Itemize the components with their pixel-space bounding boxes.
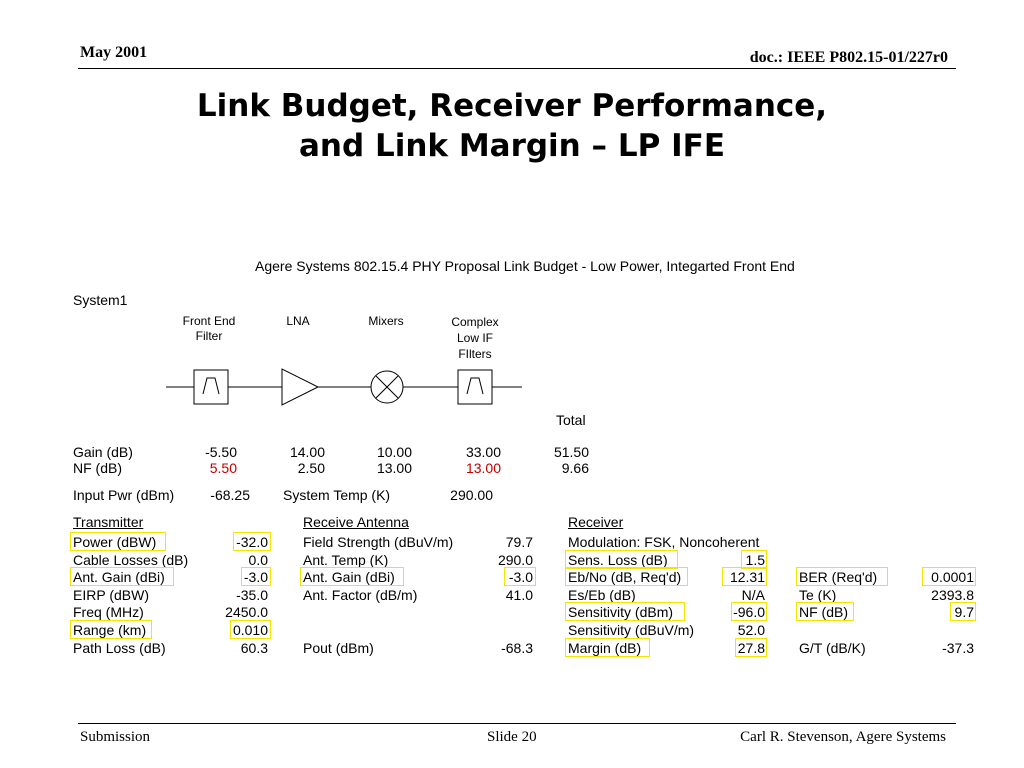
tx-value-eirp: -35.0 [236, 587, 268, 603]
tx-value-path-loss: 60.3 [240, 640, 268, 656]
tx-value-ant-gain: -3.0 [243, 569, 268, 585]
rxant-value-ant-temp: 290.0 [497, 552, 533, 568]
tx-label-freq: Freq (MHz) [73, 604, 144, 620]
mixers-label: Mixers [368, 314, 404, 328]
rx-value-sensitivity-dbm: -96.0 [733, 604, 765, 620]
rx-value-margin: 27.8 [737, 640, 765, 656]
header-date: May 2001 [80, 44, 148, 61]
title-line-2: and Link Margin – LP IFE [298, 128, 725, 164]
tx-value-range: 0.010 [232, 622, 268, 638]
lna-label: LNA [286, 314, 310, 328]
rxant-label-ant-gain: Ant. Gain (dBi) [303, 569, 395, 585]
rx-label-sens-loss: Sens. Loss (dB) [568, 552, 668, 568]
gain-value-front-end: -5.50 [205, 444, 237, 460]
footer-slide-number: Slide 20 [487, 729, 537, 745]
rx-value-sens-loss: 1.5 [745, 552, 765, 568]
nf-value-lna: 2.50 [297, 460, 325, 476]
extra-label-ber: BER (Req'd) [799, 569, 878, 585]
system-label: System1 [73, 292, 128, 308]
tx-value-power: -32.0 [236, 534, 268, 550]
nf-value-filters: 13.00 [465, 460, 501, 476]
rxant-label-ant-temp: Ant. Temp (K) [303, 552, 389, 568]
gain-value-filters: 33.00 [465, 444, 501, 460]
title-line-1: Link Budget, Receiver Performance, [196, 88, 828, 124]
front-end-filter-label: Front End Filter [182, 314, 236, 343]
rx-label-sensitivity-dbuv: Sensitivity (dBuV/m) [568, 622, 695, 638]
rx-label-margin: Margin (dB) [568, 640, 642, 656]
footer-submission: Submission [80, 729, 151, 745]
nf-value-mixers: 13.00 [376, 460, 412, 476]
extra-label-te: Te (K) [799, 587, 837, 603]
figure-caption: Agere Systems 802.15.4 PHY Proposal Link… [255, 258, 795, 274]
complex-filters-label: Complex Low IF FIlters [451, 315, 499, 361]
rxant-label-pout: Pout (dBm) [303, 640, 374, 656]
signal-chain-diagram [166, 368, 522, 406]
extra-value-te: 2393.8 [931, 587, 974, 603]
transmitter-heading: Transmitter [73, 514, 144, 530]
extra-value-nf: 9.7 [954, 604, 974, 620]
extra-label-nf: NF (dB) [799, 604, 848, 620]
tx-label-path-loss: Path Loss (dB) [73, 640, 166, 656]
nf-label: NF (dB) [73, 460, 122, 476]
rx-label-es-eb: Es/Eb (dB) [568, 587, 636, 603]
header-doc-id: doc.: IEEE P802.15-01/227r0 [749, 49, 948, 66]
input-pwr-label: Input Pwr (dBm) [73, 487, 175, 503]
rx-value-es-eb: N/A [741, 587, 765, 603]
gain-label: Gain (dB) [73, 444, 133, 460]
system-temp-value: 290.00 [450, 487, 493, 503]
slide-title: Link Budget, Receiver Performance, and L… [0, 86, 1024, 166]
nf-value-front-end: 5.50 [209, 460, 237, 476]
rx-label-sensitivity-dbm: Sensitivity (dBm) [568, 604, 674, 620]
mixer-symbol-icon [370, 370, 404, 404]
rx-label-eb-no: Eb/No (dB, Req'd) [568, 569, 682, 585]
total-label: Total [556, 412, 586, 428]
tx-label-ant-gain: Ant. Gain (dBi) [73, 569, 165, 585]
tx-value-cable-losses: 0.0 [248, 552, 268, 568]
header-rule [78, 68, 956, 69]
rx-value-eb-no: 12.31 [729, 569, 765, 585]
bandpass-filter-symbol-icon [457, 369, 493, 405]
amplifier-symbol-icon [281, 368, 320, 406]
footer-rule [78, 723, 956, 724]
receiver-modulation: Modulation: FSK, Noncoherent [568, 534, 760, 550]
rxant-value-ant-factor: 41.0 [505, 587, 533, 603]
extra-value-gt: -37.3 [942, 640, 974, 656]
input-pwr-value: -68.25 [210, 487, 250, 503]
gain-value-lna: 14.00 [289, 444, 325, 460]
tx-label-power: Power (dBW) [73, 534, 157, 550]
rxant-label-field-strength: Field Strength (dBuV/m) [303, 534, 454, 550]
tx-label-range: Range (km) [73, 622, 147, 638]
footer-author: Carl R. Stevenson, Agere Systems [740, 729, 946, 745]
system-temp-label: System Temp (K) [283, 487, 391, 503]
rx-value-sensitivity-dbuv: 52.0 [737, 622, 765, 638]
extra-value-ber: 0.0001 [931, 569, 974, 585]
gain-value-mixers: 10.00 [376, 444, 412, 460]
extra-label-gt: G/T (dB/K) [799, 640, 866, 656]
rxant-value-pout: -68.3 [501, 640, 533, 656]
receiver-heading: Receiver [568, 514, 624, 530]
filter-symbol-icon [193, 369, 229, 405]
nf-value-total: 9.66 [561, 460, 589, 476]
rxant-value-ant-gain: -3.0 [508, 569, 533, 585]
tx-label-cable-losses: Cable Losses (dB) [73, 552, 189, 568]
rxant-value-field-strength: 79.7 [505, 534, 533, 550]
rxant-label-ant-factor: Ant. Factor (dB/m) [303, 587, 418, 603]
receive-antenna-heading: Receive Antenna [303, 514, 409, 530]
tx-label-eirp: EIRP (dBW) [73, 587, 149, 603]
gain-value-total: 51.50 [553, 444, 589, 460]
tx-value-freq: 2450.0 [225, 604, 268, 620]
